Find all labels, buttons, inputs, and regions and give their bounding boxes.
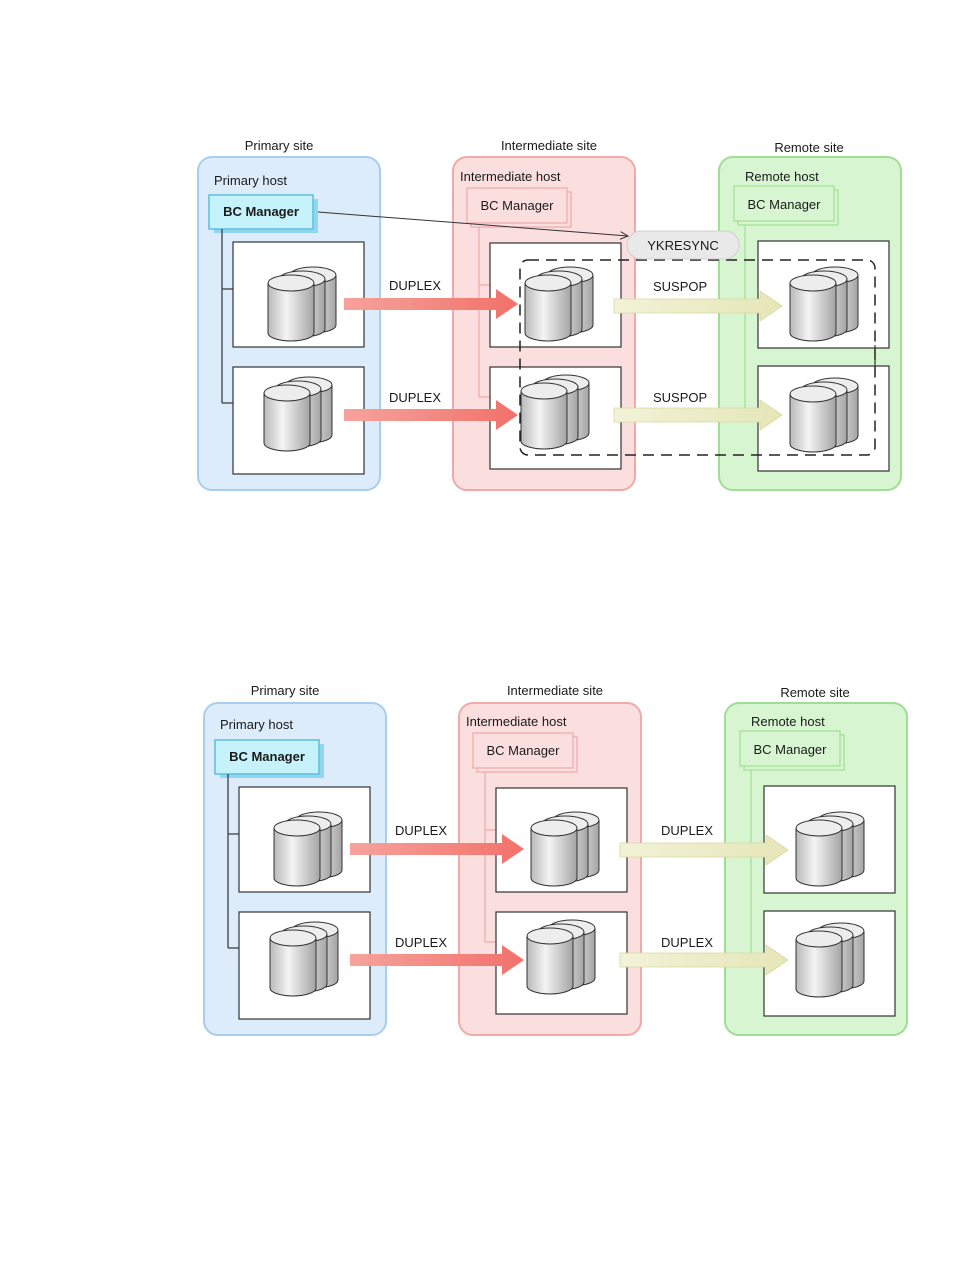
disk-cylinder-top	[789, 274, 837, 292]
link-label-right-1: SUSPOP	[653, 279, 707, 294]
primary-bc-manager-label: BC Manager	[229, 749, 305, 764]
disk-cylinder-top	[273, 819, 321, 837]
primary-site: Primary site Primary host BC Manager	[197, 138, 381, 491]
disk-icon	[269, 921, 339, 997]
duplex-arrow	[344, 400, 518, 430]
intermediate-site-label: Intermediate site	[507, 683, 603, 698]
remote-site: Remote site Remote host BC Manager	[718, 140, 902, 491]
remote-host-label: Remote host	[745, 169, 819, 184]
disk-cylinder-top	[795, 930, 843, 948]
intermediate-bc-manager: BC Manager	[472, 732, 578, 773]
disk-cylinder-top	[269, 929, 317, 947]
host-connector	[478, 227, 490, 398]
duplex-arrow	[350, 945, 524, 975]
disk-icon	[273, 811, 343, 887]
disk-icon	[520, 374, 590, 450]
remote-bc-manager: BC Manager	[739, 730, 845, 771]
primary-host-label: Primary host	[220, 717, 293, 732]
command-label: YKRESYNC	[647, 238, 719, 253]
disk-cylinder-top	[530, 819, 578, 837]
duplex-arrow	[350, 834, 524, 864]
intermediate-bc-manager-label: BC Manager	[487, 743, 561, 758]
disk-cylinder-body	[269, 938, 317, 997]
primary-bc-manager: BC Manager	[208, 194, 318, 233]
diagram-2: Primary site Primary host BC Manager Int…	[203, 683, 908, 1036]
intermediate-bc-manager: BC Manager	[466, 187, 572, 228]
disk-cylinder-body	[520, 391, 568, 450]
disk-cylinder-body	[267, 283, 315, 342]
disk-cylinder-body	[795, 828, 843, 887]
link-label-right-1: DUPLEX	[661, 823, 713, 838]
link-label-left-1: DUPLEX	[389, 278, 441, 293]
intermediate-bc-manager-label: BC Manager	[481, 198, 555, 213]
disk-cylinder-body	[795, 939, 843, 998]
disk-icon	[795, 922, 865, 998]
disk-icon	[530, 811, 600, 887]
disk-cylinder-top	[524, 274, 572, 292]
link-label-left-1: DUPLEX	[395, 823, 447, 838]
disk-icon	[795, 811, 865, 887]
link-label-right-2: DUPLEX	[661, 935, 713, 950]
host-connector	[227, 774, 239, 949]
primary-bc-manager: BC Manager	[214, 739, 324, 778]
suspop-arrow	[613, 290, 783, 322]
disk-cylinder-body	[530, 828, 578, 887]
duplex-arrow-remote	[619, 834, 789, 866]
remote-bc-manager-label: BC Manager	[754, 742, 828, 757]
disk-cylinder-body	[789, 394, 837, 453]
disk-cylinder-body	[273, 828, 321, 887]
remote-bc-manager-label: BC Manager	[748, 197, 822, 212]
primary-site: Primary site Primary host BC Manager	[203, 683, 387, 1036]
disk-icon	[263, 376, 333, 452]
diagram-1: Primary site Primary host BC Manager Int…	[197, 138, 902, 491]
disk-cylinder-body	[789, 283, 837, 342]
intermediate-host-label: Intermediate host	[466, 714, 567, 729]
disk-icon	[789, 266, 859, 342]
command-arrow	[317, 211, 628, 236]
remote-bc-manager: BC Manager	[733, 185, 839, 226]
link-label-left-2: DUPLEX	[395, 935, 447, 950]
remote-host-label: Remote host	[751, 714, 825, 729]
host-connector	[484, 772, 496, 943]
disk-cylinder-top	[526, 927, 574, 945]
disk-cylinder-top	[520, 382, 568, 400]
duplex-arrow-remote	[619, 944, 789, 976]
disk-cylinder-top	[789, 385, 837, 403]
remote-site-label: Remote site	[774, 140, 843, 155]
intermediate-site: Intermediate site Intermediate host BC M…	[452, 138, 636, 491]
primary-bc-manager-label: BC Manager	[223, 204, 299, 219]
link-label-right-2: SUSPOP	[653, 390, 707, 405]
link-label-left-2: DUPLEX	[389, 390, 441, 405]
duplex-arrow	[344, 289, 518, 319]
disk-cylinder-body	[526, 936, 574, 995]
disk-icon	[789, 377, 859, 453]
disk-cylinder-top	[267, 274, 315, 292]
disk-icon	[267, 266, 337, 342]
remote-site: Remote site Remote host BC Manager	[724, 685, 908, 1036]
disk-icon	[524, 266, 594, 342]
intermediate-host-label: Intermediate host	[460, 169, 561, 184]
disk-cylinder-body	[263, 393, 311, 452]
command-pill	[626, 230, 740, 260]
intermediate-site: Intermediate site Intermediate host BC M…	[458, 683, 642, 1036]
disk-cylinder-body	[524, 283, 572, 342]
disk-icon	[526, 919, 596, 995]
disk-cylinder-top	[795, 819, 843, 837]
intermediate-site-label: Intermediate site	[501, 138, 597, 153]
primary-site-label: Primary site	[245, 138, 314, 153]
disk-cylinder-top	[263, 384, 311, 402]
remote-site-label: Remote site	[780, 685, 849, 700]
host-connector	[221, 229, 233, 404]
primary-site-label: Primary site	[251, 683, 320, 698]
primary-host-label: Primary host	[214, 173, 287, 188]
suspop-arrow	[613, 399, 783, 431]
